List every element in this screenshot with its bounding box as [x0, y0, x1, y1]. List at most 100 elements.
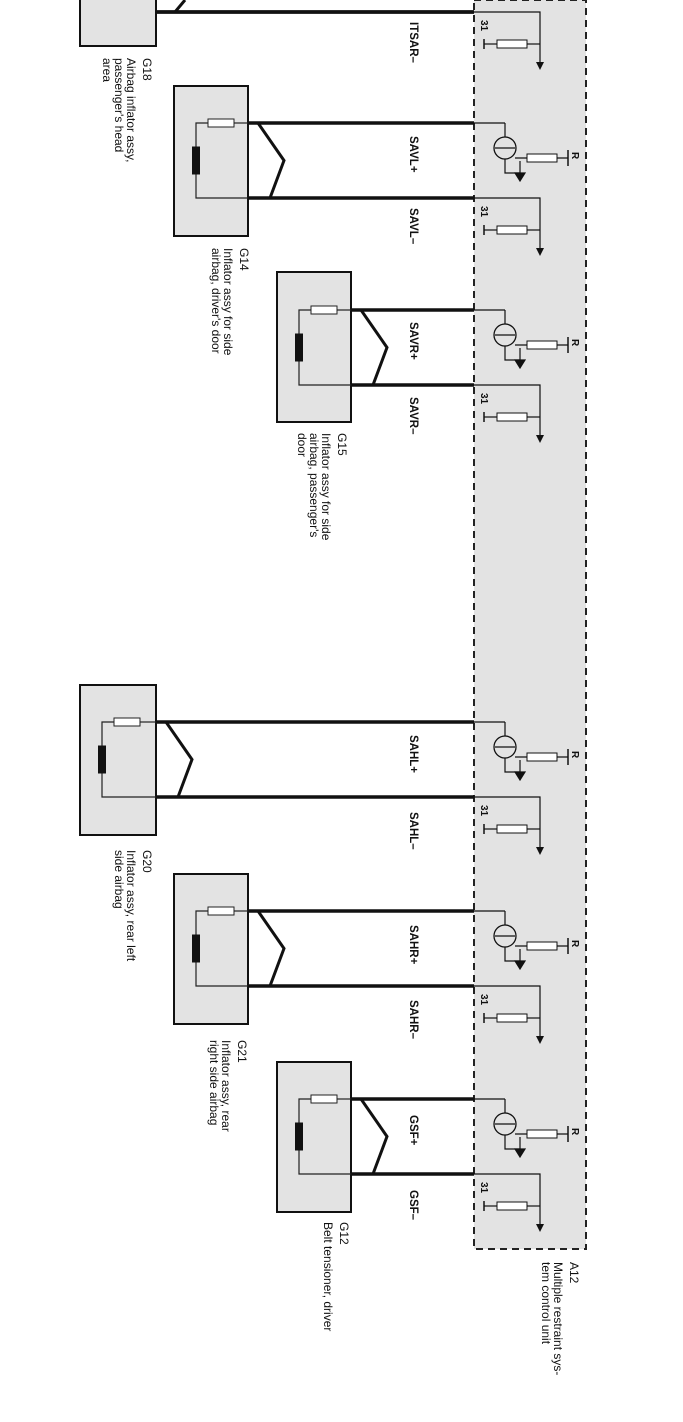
wire-label-sahr-plus: SAHR+: [407, 925, 419, 965]
label-g12: G12 Belt tensioner, driver: [321, 1222, 351, 1331]
resistor-symbol: [496, 225, 528, 235]
ground-arrow: [536, 62, 544, 70]
resistor-symbol: [113, 717, 141, 727]
ground-arrow: [513, 1137, 527, 1159]
label-g21: G21 Inflator assy, rear right side airba…: [207, 1040, 249, 1132]
twisted-pair: [248, 121, 286, 199]
inflator-component-3: [173, 873, 286, 1025]
component-desc-line1: Inflator assy, rear left: [124, 850, 138, 962]
component-box: [276, 271, 352, 423]
squib-symbol: [192, 146, 200, 175]
wire-label-sahl-plus: SAHL+: [407, 735, 419, 773]
ground-arrow: [536, 1036, 544, 1044]
resistor-symbol: [207, 118, 235, 128]
resistor-symbol: [526, 340, 558, 350]
component-desc-line1: Belt tensioner, driver: [321, 1222, 335, 1331]
cu-wire: [474, 985, 541, 1036]
ground-stage: 31: [474, 384, 544, 443]
terminal-r-label: R: [569, 940, 580, 948]
label-g18: G18 Airbag inflator assy, passenger's he…: [100, 58, 154, 163]
terminal-31-label: 31: [478, 20, 489, 32]
terminal-31-label: 31: [478, 206, 489, 218]
component-desc-line1: Inflator assy, rear: [219, 1040, 233, 1132]
component-desc-line2: airbag, passenger's: [307, 433, 321, 537]
wire-label-sahr-minus: SAHR–: [407, 1000, 419, 1040]
component-desc-line1: Inflator assy for side: [221, 248, 235, 356]
terminal-31-label: 31: [478, 805, 489, 817]
terminal-r-label: R: [569, 339, 580, 347]
transistor-stage: R: [474, 721, 580, 782]
resistor-symbol: [310, 1094, 338, 1104]
ground-arrow: [536, 248, 544, 256]
transistor-stage: R: [474, 309, 580, 370]
label-g14: G14 Inflator assy for side airbag, drive…: [209, 248, 251, 356]
component-desc-line2: right side airbag: [207, 1040, 221, 1125]
wire-label-savr-minus: SAVR–: [407, 397, 419, 435]
component-desc-line3: door: [295, 433, 309, 457]
component-id: G18: [140, 58, 154, 81]
component-desc-line2: side airbag: [112, 850, 126, 909]
resistor-symbol: [496, 824, 528, 834]
component-box: [173, 85, 249, 237]
resistor-symbol: [526, 752, 558, 762]
component-id: G20: [140, 850, 154, 873]
inflator-component-1: [276, 271, 389, 423]
wire-label-savl-minus: SAVL–: [407, 208, 419, 245]
control-unit-name-line2: tem control unit: [539, 1262, 553, 1345]
component-id: G15: [335, 433, 349, 456]
ground-stage: 31: [474, 197, 544, 256]
squib-symbol: [192, 934, 200, 963]
ground-arrow: [513, 348, 527, 370]
twisted-pair: [156, 720, 194, 798]
label-g20: G20 Inflator assy, rear left side airbag: [112, 850, 154, 962]
ground-arrow: [513, 760, 527, 782]
transistor-stage: R: [474, 122, 580, 183]
transistor-stage: R: [474, 910, 580, 971]
component-desc-line2: passenger's head: [112, 58, 126, 152]
transistor-stage: R: [474, 1098, 580, 1159]
control-unit-id: A12: [567, 1262, 581, 1284]
resistor-symbol: [310, 305, 338, 315]
cu-wire: [474, 384, 541, 435]
wire-label-gsf-minus: GSF–: [407, 1190, 419, 1221]
component-desc-line1: Inflator assy for side: [319, 433, 333, 541]
ground-stage: 31: [474, 985, 544, 1044]
ground-stage: 31: [474, 1173, 544, 1232]
component-box: [173, 873, 249, 1025]
ground-arrow: [536, 435, 544, 443]
component-id: G12: [337, 1222, 351, 1245]
component-g18: [79, 0, 187, 47]
resistor-symbol: [207, 906, 235, 916]
label-a12: A12 Multiple restraint sys- tem control …: [539, 1262, 581, 1375]
inflator-component-0: [173, 85, 286, 237]
component-box: [276, 1061, 352, 1213]
twisted-pair: [351, 1097, 389, 1175]
resistor-symbol: [496, 412, 528, 422]
twisted-pair: [248, 909, 286, 987]
label-g15: G15 Inflator assy for side airbag, passe…: [295, 433, 349, 541]
resistor-symbol: [496, 39, 528, 49]
component-desc-line3: area: [100, 58, 114, 82]
component-id: G21: [235, 1040, 249, 1063]
wire-label-savr-plus: SAVR+: [407, 322, 419, 360]
cu-wire: [474, 796, 541, 847]
twisted-pair: [351, 308, 389, 386]
terminal-r-label: R: [569, 1128, 580, 1136]
terminal-r-label: R: [569, 152, 580, 160]
cu-wire: [474, 1173, 541, 1224]
terminal-r-label: R: [569, 751, 580, 759]
resistor-symbol: [526, 1129, 558, 1139]
inflator-component-4: [276, 1061, 389, 1213]
component-id: G14: [237, 248, 251, 271]
component-desc-line1: Airbag inflator assy,: [124, 58, 138, 163]
terminal-31-label: 31: [478, 1182, 489, 1194]
wire-label-itsar-minus: ITSAR–: [407, 22, 419, 64]
resistor-symbol: [496, 1013, 528, 1023]
component-box: [79, 684, 157, 836]
squib-symbol: [295, 333, 303, 362]
control-unit-name-line1: Multiple restraint sys-: [551, 1262, 565, 1375]
resistor-symbol: [526, 153, 558, 163]
wire-labels: ITSAR– SAVL+ SAVL– SAVR+ SAVR– SAHL+ SAH…: [407, 22, 419, 1221]
cu-wire: [474, 197, 541, 248]
